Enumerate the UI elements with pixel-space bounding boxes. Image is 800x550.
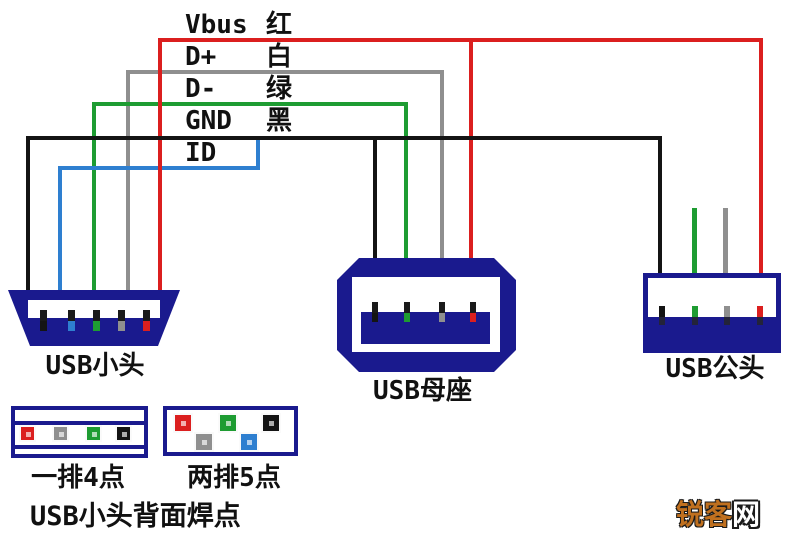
solder-point-white [54,427,67,440]
mini-pin-gnd [40,310,47,331]
wire-id-vertical-left [58,166,62,293]
solder-point-red [21,427,34,440]
wire-gnd-vertical-male [658,136,662,277]
solder-point2-black [263,415,279,431]
signal-label-vbus: Vbus [185,10,248,40]
mini-pin-id [68,310,75,331]
wire-color-label-black: 黑 [266,106,293,136]
female-pin-gnd [372,302,378,322]
usb-male-label: USB公头 [665,354,765,384]
usb-female-connector [337,258,516,372]
signal-label-dminus: D- [185,74,217,104]
watermark-suffix: 网 [732,498,761,531]
male-pin-dminus [692,306,698,325]
wire-color-label-green: 绿 [266,74,293,104]
male-pin-gnd [659,306,665,325]
solder-point-black [117,427,130,440]
solder-one-row-label: 一排4点 [31,463,125,493]
solder-point2-white [196,434,212,450]
wire-color-label-red: 红 [266,10,293,40]
solder-diagram-one-row [11,406,148,458]
mini-pin-dminus [93,310,100,331]
wire-vbus-vertical-female [469,38,473,268]
female-pin-dplus [439,302,445,322]
solder-strip-line-bottom [15,445,144,449]
solder-caption: USB小头背面焊点 [30,501,241,532]
wire-gnd-vertical-female [373,136,377,268]
wire-color-label-white: 白 [266,42,293,72]
wire-gnd-horizontal [26,136,662,140]
solder-point2-blue [241,434,257,450]
wire-dplus-horizontal [126,70,444,74]
solder-two-row-label: 两排5点 [187,463,281,493]
mini-pin-vbus [143,310,150,331]
mini-usb-label: USB小头 [45,351,145,381]
wire-id-vertical-to-gnd [256,140,260,170]
wire-stub-green-male [692,208,697,277]
female-pin-vbus [470,302,476,322]
female-pin-dminus [404,302,410,322]
mini-pin-dplus [118,310,125,331]
wire-vbus-vertical-left [158,38,162,293]
wire-dminus-vertical-female [404,102,408,268]
wire-gnd-vertical-left [26,136,30,293]
signal-label-id: ID [185,138,217,168]
male-pin-vbus [757,306,763,325]
solder-diagram-two-rows [163,406,298,456]
mini-usb-opening [28,300,160,318]
wire-dminus-vertical-left [92,102,96,293]
mini-usb-connector [8,290,180,346]
watermark: 锐客网 [676,501,760,529]
wire-dplus-vertical-left [126,70,130,293]
signal-label-dplus: D+ [185,42,217,72]
usb-male-connector [643,273,781,353]
solder-point2-red [175,415,191,431]
usb-female-label: USB母座 [373,376,472,406]
male-pin-dplus [724,306,730,325]
wire-dminus-horizontal [92,102,408,106]
wire-vbus-vertical-male [759,38,763,277]
wire-vbus-horizontal [158,38,763,42]
usb-female-tongue [361,312,490,344]
signal-label-gnd: GND [185,106,232,136]
solder-strip-line-top [15,421,144,425]
wire-dplus-vertical-female [440,70,444,268]
usb-male-tongue [648,317,776,348]
solder-point2-green [220,415,236,431]
watermark-brand: 锐客 [676,498,733,531]
solder-point-green [87,427,100,440]
wire-stub-white-male [723,208,728,277]
